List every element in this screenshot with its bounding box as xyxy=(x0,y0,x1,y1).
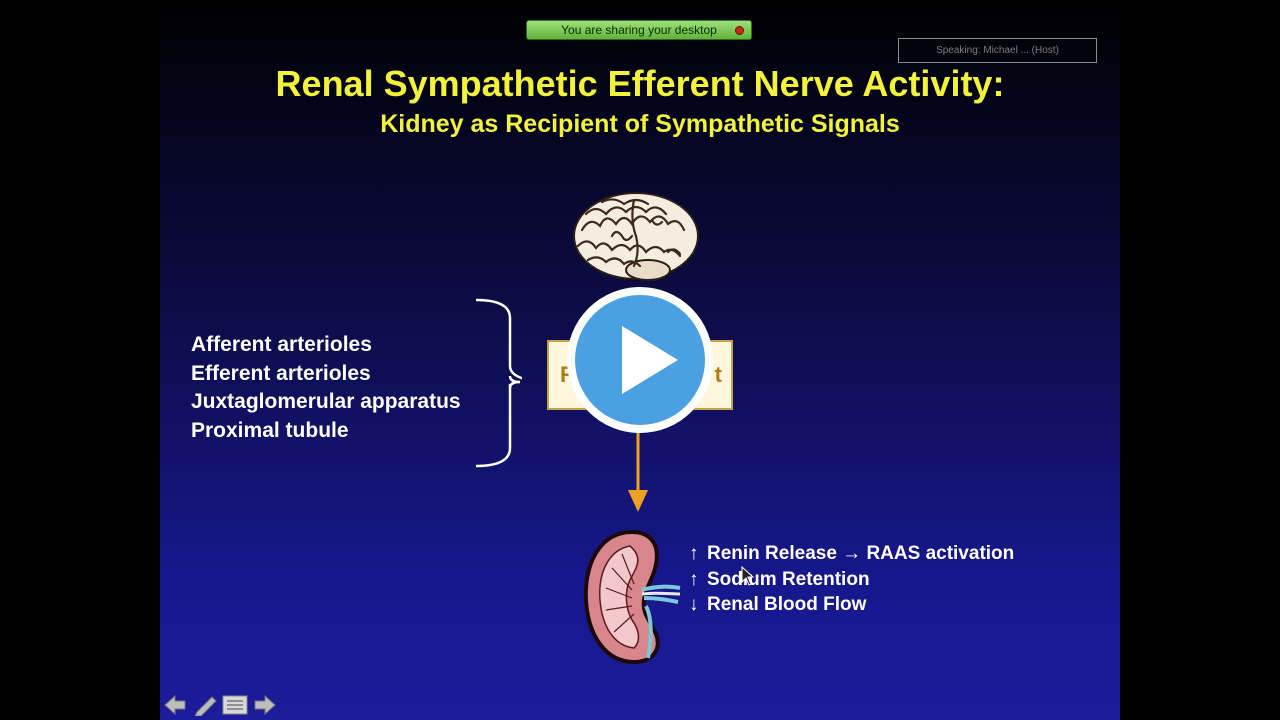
down-arrow-icon xyxy=(628,430,648,512)
list-item: ↑ Sodium Retention xyxy=(689,567,1014,593)
speaking-text: Speaking: Michael ... (Host) xyxy=(936,45,1059,56)
arrow-left-icon[interactable] xyxy=(163,694,187,716)
effect-arrow: ↑ xyxy=(689,543,699,564)
sharing-banner-text: You are sharing your desktop xyxy=(561,23,717,37)
effect-arrow: ↓ xyxy=(689,594,699,615)
list-item: Efferent arterioles xyxy=(191,361,371,385)
slide-subtitle: Kidney as Recipient of Sympathetic Signa… xyxy=(380,110,900,138)
list-item: Proximal tubule xyxy=(191,419,349,443)
target-list: Afferent arterioles Efferent arterioles … xyxy=(191,331,461,446)
effect-text: Renal Blood Flow xyxy=(707,594,867,615)
effects-list: ↑ Renin Release → RAAS activation ↑ Sodium… xyxy=(689,541,1014,618)
stop-sharing-icon[interactable] xyxy=(735,26,744,35)
list-item: ↑ Renin Release → RAAS activation xyxy=(689,541,1014,567)
list-item: ↓ Renal Blood Flow xyxy=(689,592,1014,618)
effect-text: Sodium Retention xyxy=(707,568,870,590)
pen-icon[interactable] xyxy=(193,694,219,716)
list-item: Afferent arterioles xyxy=(191,333,372,356)
play-icon[interactable] xyxy=(566,286,714,434)
brain-illustration xyxy=(573,192,699,281)
kidney-illustration xyxy=(583,529,681,665)
arrow-right-icon[interactable] xyxy=(253,694,277,716)
sharing-banner[interactable]: You are sharing your desktop xyxy=(526,20,752,40)
effect-arrow: ↑ xyxy=(689,568,699,590)
speaking-indicator: Speaking: Michael ... (Host) xyxy=(898,38,1097,63)
mouse-cursor-icon xyxy=(741,566,755,586)
box-right-char: t xyxy=(714,362,722,387)
bracket-brace xyxy=(475,298,522,468)
slide-title: Renal Sympathetic Efferent Nerve Activit… xyxy=(275,63,1005,104)
effect-text: Renin Release → RAAS activation xyxy=(707,543,1015,564)
menu-icon[interactable] xyxy=(222,694,248,716)
list-item: Juxtaglomerular apparatus xyxy=(191,390,461,414)
